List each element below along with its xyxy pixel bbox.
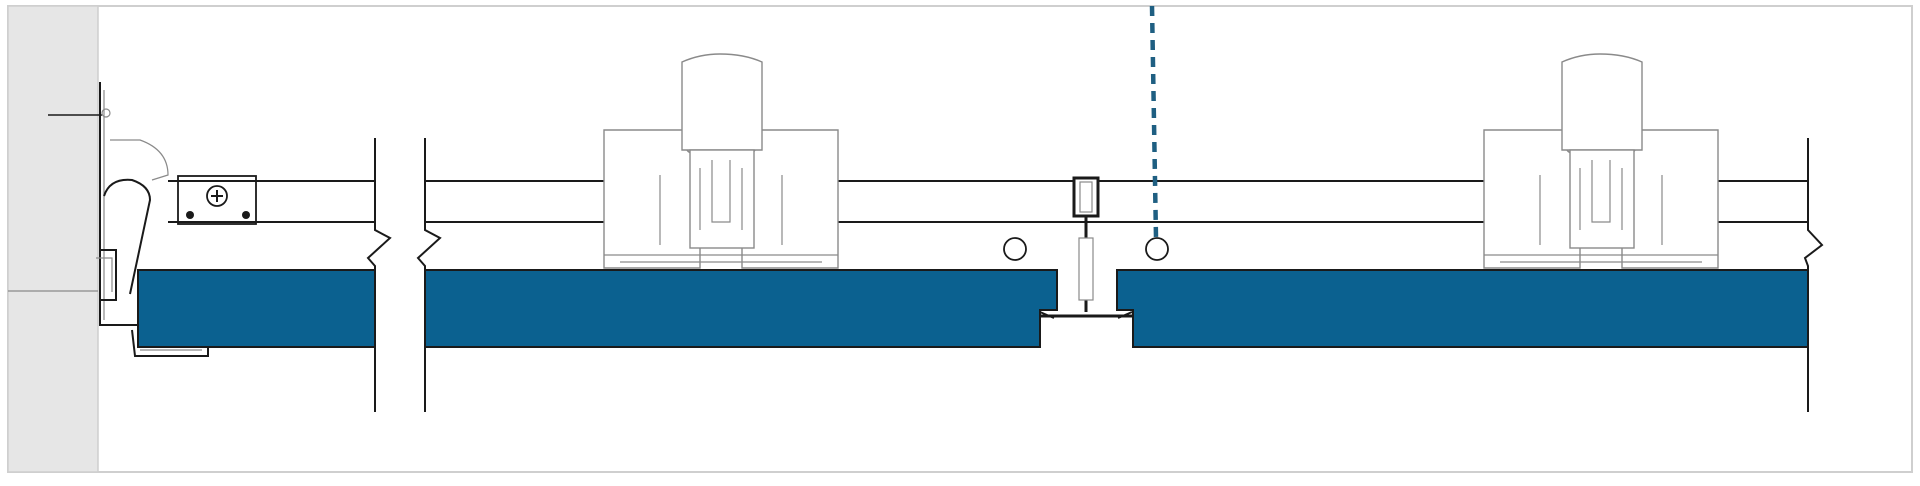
screw-head-icon (177, 175, 257, 225)
ceiling-panel-middle (424, 269, 1058, 348)
wall-section (7, 5, 99, 473)
panel-clip-icon (1483, 53, 1719, 269)
panel-clip-icon (603, 53, 839, 269)
carrier-rail-left (168, 180, 375, 223)
ceiling-panel-right (1116, 269, 1809, 348)
hole-marker (1003, 237, 1027, 261)
hanger-rod-dashed (1149, 5, 1159, 239)
hole-marker (1145, 237, 1169, 261)
t-bar-profile-icon (1039, 176, 1133, 319)
ceiling-panel-left (137, 269, 376, 348)
wall-angle-bracket (96, 82, 209, 357)
